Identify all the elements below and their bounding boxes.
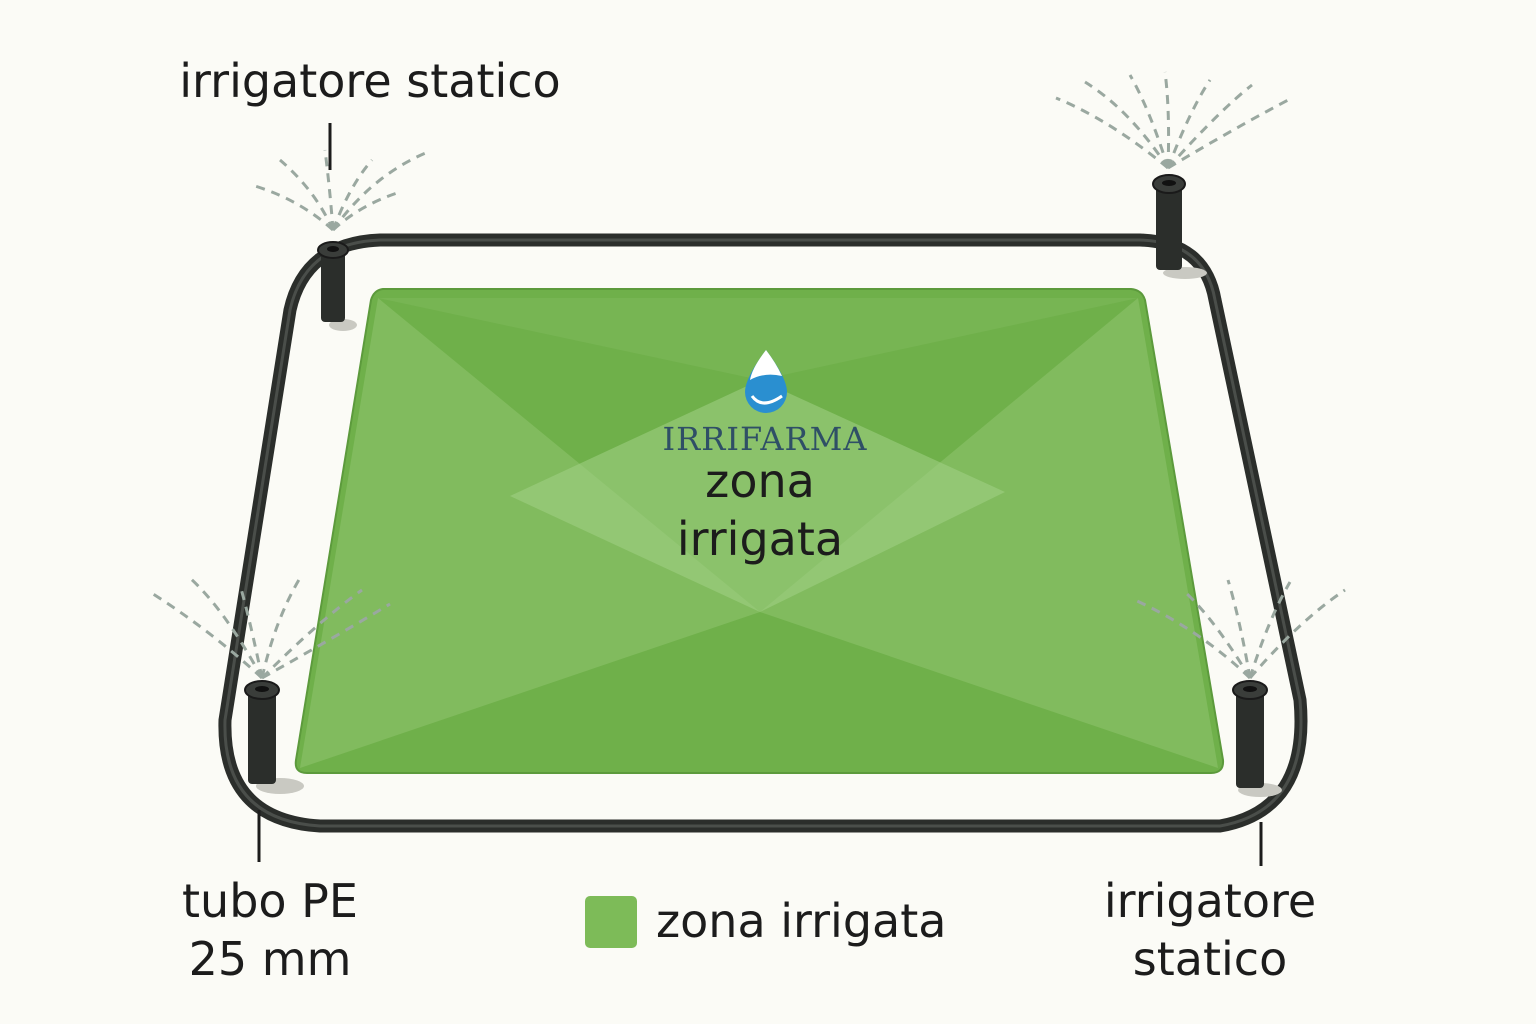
legend-swatch <box>585 896 637 948</box>
spray-bottom-right <box>1134 579 1346 680</box>
spray-top-right <box>1055 71 1293 170</box>
brand-logo-text: IRRIFARMA <box>662 420 868 458</box>
sprinkler-icon <box>1152 174 1207 279</box>
sprinkler-icon <box>317 241 357 331</box>
label-sprinkler-top-left: irrigatore statico <box>179 54 561 108</box>
label-zone-center: zona irrigata <box>676 454 844 566</box>
label-pipe: tubo PE 25 mm <box>182 874 358 986</box>
sprinkler-icon <box>244 680 304 794</box>
irrigated-zone <box>294 288 1225 774</box>
water-drop-icon <box>745 350 787 413</box>
spray-bottom-left <box>149 576 391 680</box>
legend-label: zona irrigata <box>656 894 947 948</box>
spray-top-left <box>254 149 429 232</box>
label-sprinkler-bottom-right: irrigatore statico <box>1103 874 1317 986</box>
sprinkler-icon <box>1232 680 1282 797</box>
